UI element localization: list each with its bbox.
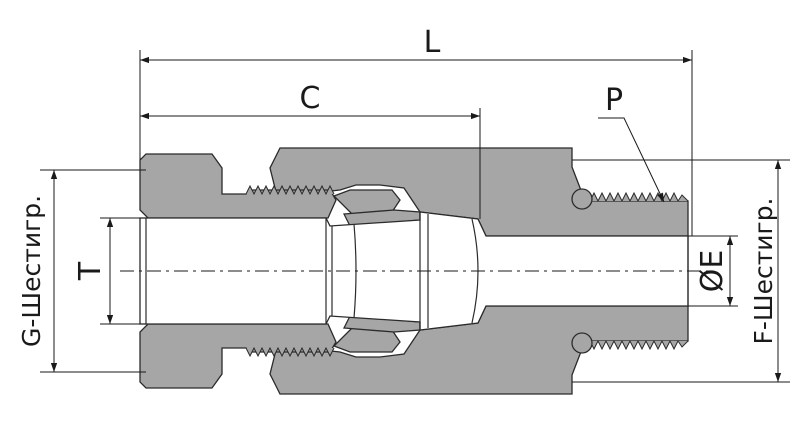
o-rings bbox=[571, 188, 593, 354]
label-C: C bbox=[300, 81, 321, 116]
nut-thread-bottom bbox=[245, 346, 335, 358]
body-thread-bottom bbox=[589, 339, 689, 351]
label-E: ØE bbox=[695, 250, 730, 293]
leader-P bbox=[598, 117, 665, 203]
label-T: T bbox=[73, 261, 108, 281]
label-L: L bbox=[424, 25, 441, 60]
label-G: G-Шестигр. bbox=[17, 195, 46, 347]
o-ring-top bbox=[571, 188, 593, 210]
label-F: F-Шестигр. bbox=[749, 197, 778, 344]
label-P: P bbox=[605, 83, 623, 118]
nut-thread-top bbox=[245, 184, 335, 196]
dimensions bbox=[40, 50, 790, 383]
o-ring-bottom bbox=[571, 332, 593, 354]
body-thread-top bbox=[589, 191, 689, 203]
